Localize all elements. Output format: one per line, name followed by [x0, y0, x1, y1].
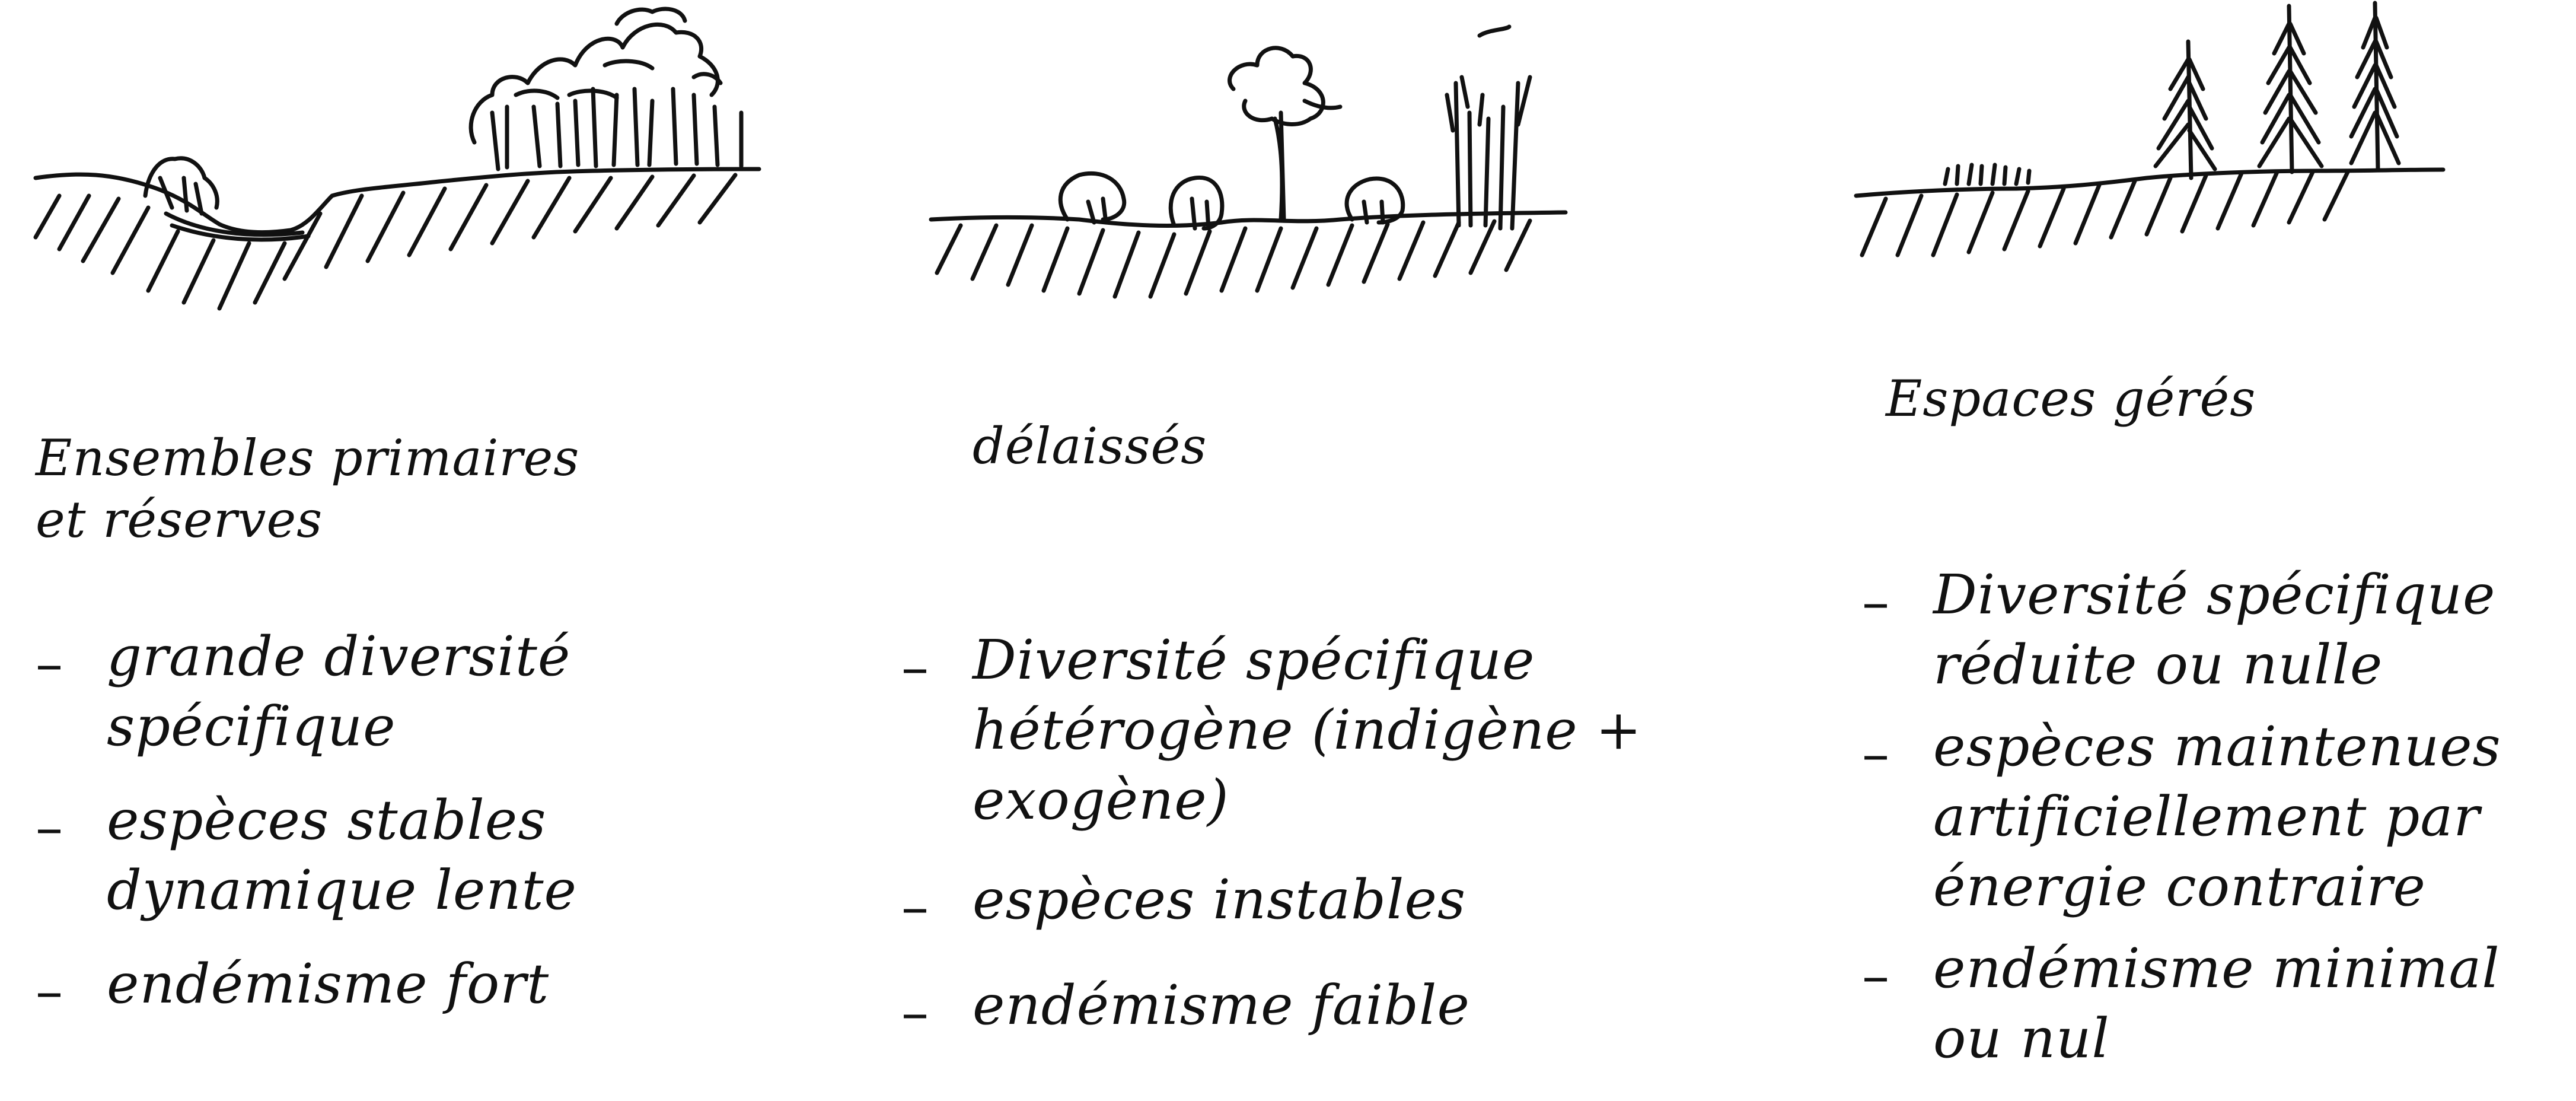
conifer-2 [2257, 4, 2324, 174]
forest-trunks [490, 87, 744, 171]
column-title: Espaces gérés [1862, 368, 2562, 429]
sketch-primary-landscape [24, 0, 771, 335]
list-item: grande diversité spécifique [36, 622, 806, 762]
bush-2 [1168, 175, 1225, 231]
conifer-1 [2153, 39, 2217, 180]
title-line: Ensembles primaires [36, 429, 580, 487]
smoke-wisp [1477, 24, 1512, 38]
list-item: Diversité spécifique hétérogène (indigèn… [901, 625, 1791, 835]
column-managed: Espaces gérés Diversité spécifique rédui… [1862, 368, 2562, 1074]
list-item: espèces maintenues artificiellement par … [1862, 712, 2562, 922]
soil-hatching [935, 218, 1532, 299]
bush-1 [1058, 171, 1127, 225]
column-delaisses: délaissés Diversité spécifique hétérogèn… [901, 415, 1791, 1048]
list-item: endémisme faible [901, 970, 1791, 1048]
characteristics-list: Diversité spécifique réduite ou nulle es… [1862, 560, 2562, 1074]
ground-line [1854, 167, 2446, 198]
title-line: délaissés [973, 417, 1207, 475]
sketch-managed-landscape [1850, 0, 2479, 275]
ground-line [929, 210, 1568, 228]
pond [164, 211, 311, 242]
list-item: Diversité spécifique réduite ou nulle [1862, 560, 2562, 700]
sketch-delaisses-landscape [925, 24, 1589, 311]
soil-hatching [33, 173, 738, 311]
characteristics-list: Diversité spécifique hétérogène (indigèn… [901, 625, 1791, 1048]
list-item: espèces instables [901, 865, 1791, 942]
young-tree [1228, 46, 1343, 222]
column-title: délaissés [901, 415, 1791, 477]
conifer-3 [2349, 1, 2401, 171]
soil-hatching [1860, 168, 2351, 257]
list-item: endémisme minimal ou nul [1862, 934, 2562, 1074]
list-item: espèces stables dynamique lente [36, 785, 806, 925]
column-primary: Ensembles primaires et réserves grande d… [36, 427, 806, 1026]
ground-line [33, 167, 761, 235]
shrub [143, 156, 219, 216]
bush-3 [1344, 176, 1405, 225]
reeds [1445, 75, 1532, 231]
title-line: et réserves [36, 491, 323, 549]
title-line: Espaces gérés [1886, 370, 2256, 428]
column-title: Ensembles primaires et réserves [36, 427, 806, 550]
lawn-grass [1943, 163, 2032, 186]
characteristics-list: grande diversité spécifique espèces stab… [36, 622, 806, 1026]
list-item: endémisme fort [36, 949, 806, 1026]
